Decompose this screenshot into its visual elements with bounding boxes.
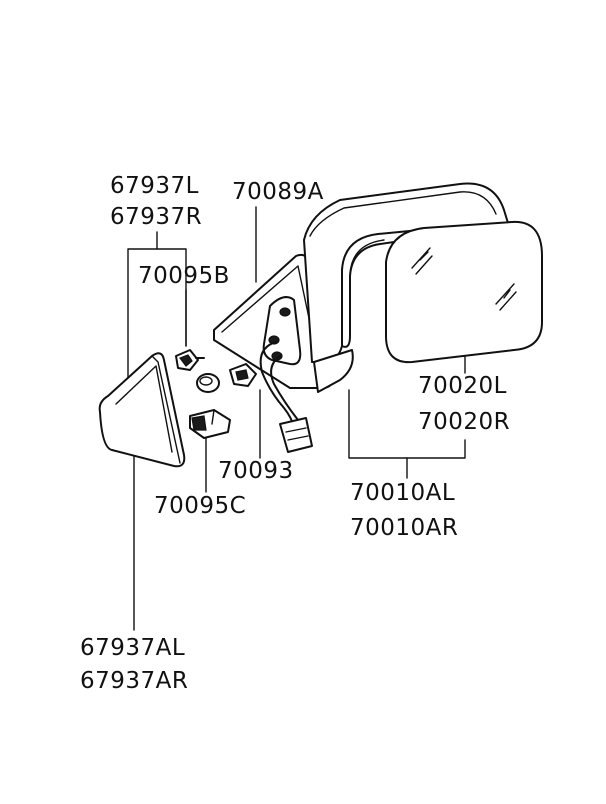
glass-reflection-marks <box>411 247 517 311</box>
label-70095B: 70095B <box>138 263 230 289</box>
label-70095C: 70095C <box>154 493 246 519</box>
bolt-70095B <box>175 349 205 371</box>
leader-70010 <box>348 389 466 479</box>
label-67937R: 67937R <box>110 204 202 230</box>
grommet <box>196 373 220 393</box>
label-67937AR: 67937AR <box>80 668 188 694</box>
label-70093: 70093 <box>218 458 294 484</box>
mirror-glass <box>349 220 543 364</box>
label-70010AL: 70010AL <box>350 480 455 506</box>
clip-70095C <box>189 409 231 439</box>
connector-small <box>229 363 257 387</box>
triangle-garnish <box>98 352 186 468</box>
label-70010AR: 70010AR <box>350 515 458 541</box>
label-70020L: 70020L <box>418 373 507 399</box>
label-70089A: 70089A <box>232 179 324 205</box>
wire-harness <box>259 341 313 453</box>
label-70020R: 70020R <box>418 409 510 435</box>
label-67937L: 67937L <box>110 173 199 199</box>
label-67937AL: 67937AL <box>80 635 185 661</box>
